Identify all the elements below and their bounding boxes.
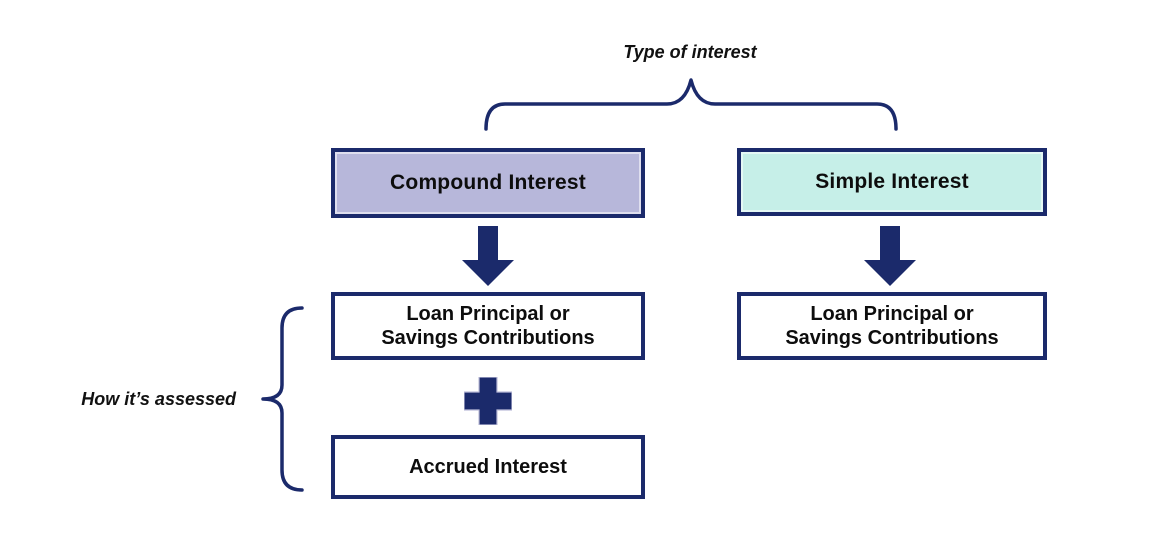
accrued-interest-box: Accrued Interest: [331, 435, 645, 499]
top-brace-icon: [484, 78, 898, 131]
left-brace-icon: [261, 306, 304, 492]
down-arrow-icon: [462, 226, 514, 286]
how-assessed-label: How it’s assessed: [81, 389, 236, 409]
plus-icon: [464, 377, 512, 425]
compound-interest-box: Compound Interest: [331, 148, 645, 218]
loan-principal-box-simple: Loan Principal or Savings Contributions: [737, 292, 1047, 360]
loan-principal-box-compound: Loan Principal or Savings Contributions: [331, 292, 645, 360]
type-of-interest-label: Type of interest: [623, 42, 757, 62]
simple-interest-box: Simple Interest: [737, 148, 1047, 216]
down-arrow-icon: [864, 226, 916, 286]
